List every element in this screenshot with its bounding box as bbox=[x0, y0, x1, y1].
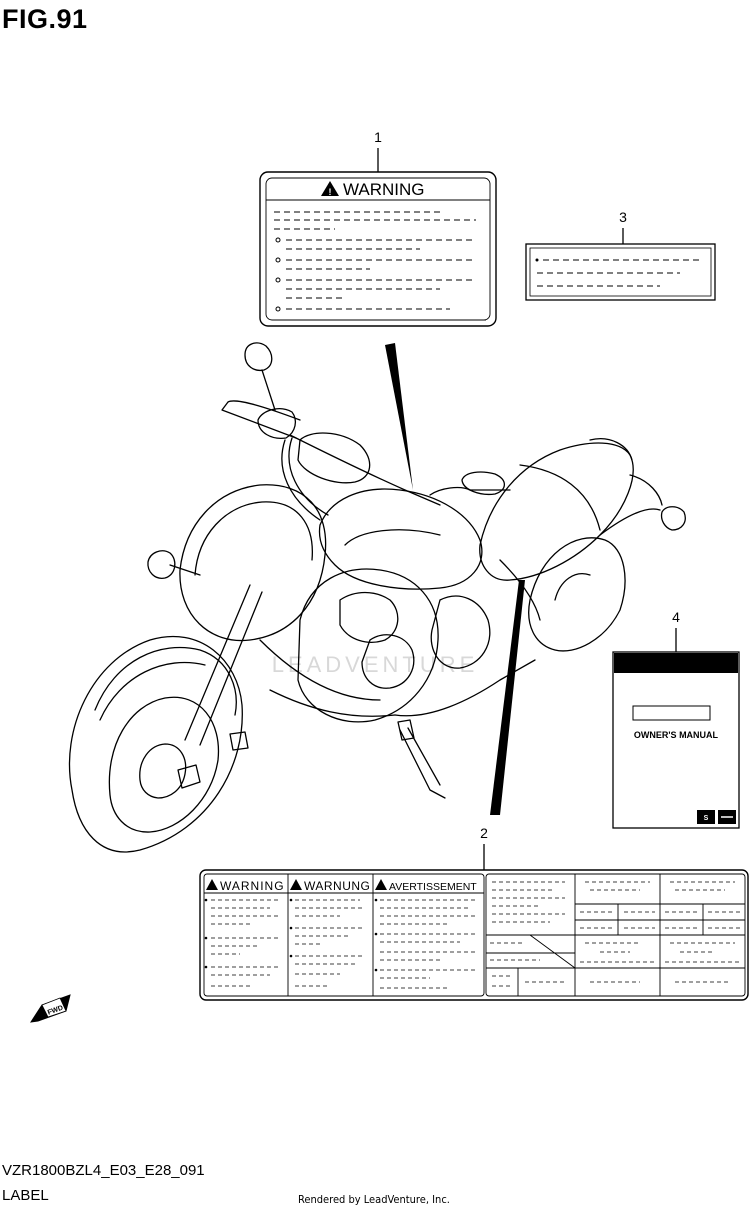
brand-logo-icon: S bbox=[697, 810, 736, 824]
combined-heading-en: WARNING bbox=[220, 879, 285, 893]
watermark-text: LEADVENTURE bbox=[272, 652, 479, 677]
callout-4: 4 bbox=[672, 609, 680, 652]
combined-heading-de: WARNUNG bbox=[304, 879, 370, 893]
combined-heading-fr: AVERTISSEMENT bbox=[389, 881, 477, 893]
svg-text:S: S bbox=[704, 815, 709, 822]
forward-arrow-icon: FWD bbox=[29, 994, 71, 1023]
warning-label-heading: WARNING bbox=[343, 180, 425, 199]
warning-triangle-icon-de bbox=[290, 879, 302, 890]
callout-2: 2 bbox=[480, 825, 488, 870]
motorcycle-illustration bbox=[68, 342, 686, 853]
warning-label: ! WARNING bbox=[259, 171, 497, 327]
svg-text:!: ! bbox=[329, 187, 332, 197]
manual-title: OWNER'S MANUAL bbox=[634, 730, 719, 740]
warning-triangle-icon-en bbox=[206, 879, 218, 890]
section-label: LABEL bbox=[2, 1187, 49, 1204]
combined-label: WARNING WARNUNG AVERTISSEMENT bbox=[199, 869, 749, 1001]
pointer-1 bbox=[385, 343, 413, 490]
owners-manual: OWNER'S MANUAL S bbox=[612, 651, 740, 829]
callout-number-3: 3 bbox=[619, 209, 627, 225]
callout-number-1: 1 bbox=[374, 129, 382, 145]
warning-triangle-icon-fr bbox=[375, 879, 387, 890]
model-code: VZR1800BZL4_E03_E28_091 bbox=[2, 1162, 205, 1179]
render-credit: Rendered by LeadVenture, Inc. bbox=[298, 1193, 450, 1206]
callout-number-4: 4 bbox=[672, 609, 680, 625]
callout-3: 3 bbox=[619, 209, 627, 244]
bullet-dots bbox=[204, 898, 378, 972]
pointer-2 bbox=[490, 580, 525, 815]
callout-1: 1 bbox=[374, 129, 382, 172]
warning-triangle-icon: ! bbox=[321, 181, 339, 197]
small-label bbox=[525, 243, 716, 301]
figure-title: FIG.91 bbox=[2, 4, 88, 34]
callout-number-2: 2 bbox=[480, 825, 488, 841]
